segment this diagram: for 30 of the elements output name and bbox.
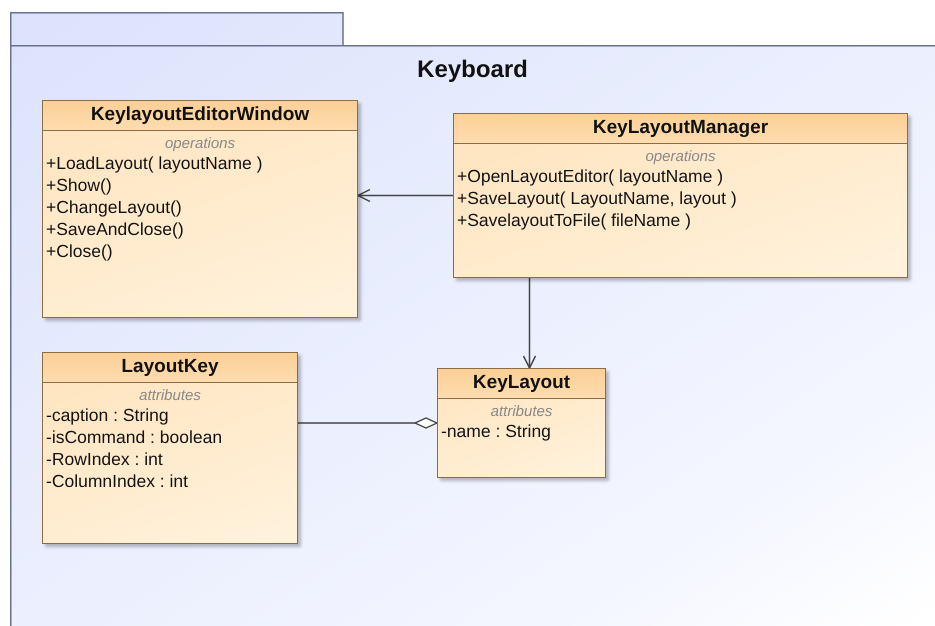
class-name: LayoutKey xyxy=(121,356,219,377)
class-box xyxy=(453,113,908,278)
member-text: -ColumnIndex : int xyxy=(45,470,190,492)
class-box xyxy=(42,100,358,318)
member-text: +OpenLayoutEditor( layoutName ) xyxy=(456,165,724,187)
member-text: -isCommand : boolean xyxy=(45,426,224,448)
aggregation-line xyxy=(298,417,438,429)
class-box xyxy=(42,352,298,544)
class-name: KeyLayout xyxy=(472,372,570,393)
arrow xyxy=(357,188,453,202)
member-text: -name : String xyxy=(440,420,552,442)
class-name: KeylayoutEditorWindow xyxy=(90,104,310,125)
compartment-label: attributes xyxy=(138,387,202,404)
class-box xyxy=(437,368,606,478)
compartment-label: operations xyxy=(164,135,236,152)
member-text: +SavelayoutToFile( fileName ) xyxy=(456,209,692,231)
member-text: +SaveAndClose() xyxy=(45,218,185,240)
compartment-label: attributes xyxy=(490,403,554,420)
member-text: +SaveLayout( LayoutName, layout ) xyxy=(456,187,738,209)
arrow xyxy=(522,278,536,369)
class-name: KeyLayoutManager xyxy=(592,117,768,138)
member-text: +ChangeLayout() xyxy=(45,196,183,218)
member-text: +LoadLayout( layoutName ) xyxy=(45,152,264,174)
member-text: -caption : String xyxy=(45,404,170,426)
member-text: +Show() xyxy=(45,174,113,196)
compartment-label: operations xyxy=(644,148,717,165)
member-text: -RowIndex : int xyxy=(45,448,164,470)
package-title: Keyboard xyxy=(416,56,529,84)
package-frame xyxy=(10,12,935,626)
member-text: +Close() xyxy=(45,240,114,262)
